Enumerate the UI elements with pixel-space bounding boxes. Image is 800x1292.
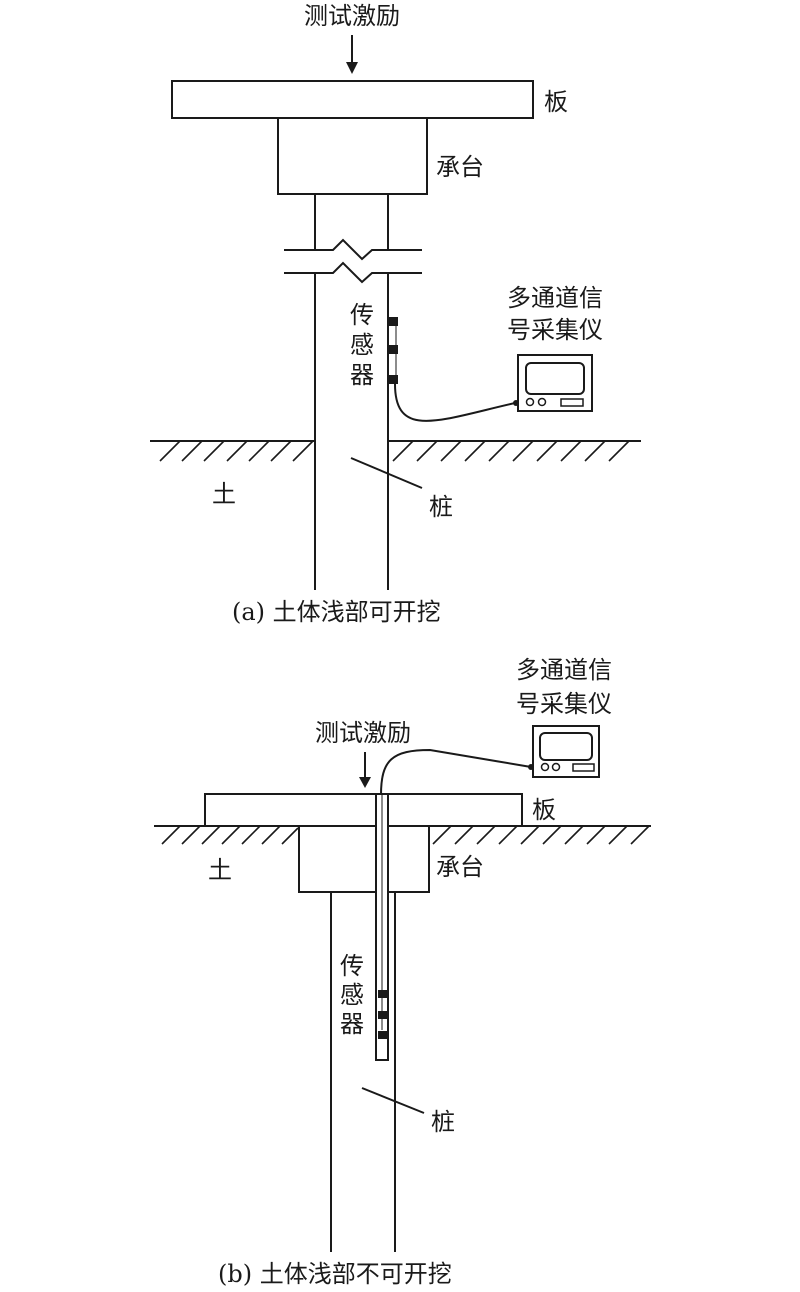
svg-text:感: 感 <box>350 331 374 359</box>
sensor-a-3 <box>389 375 398 384</box>
excitation-label-a: 测试激励 <box>304 2 400 30</box>
figure-a: 测试激励 板 承台 传 感 器 <box>150 2 641 626</box>
slab-label-a: 板 <box>544 88 568 116</box>
soil-label-b: 土 <box>208 856 232 884</box>
slab-b <box>204 793 523 827</box>
ground-surface-a <box>150 440 641 462</box>
svg-text:传: 传 <box>350 301 374 329</box>
figure-b: 多通道信 号采集仪 测试激励 板 <box>154 656 651 1288</box>
svg-text:器: 器 <box>340 1010 364 1038</box>
pile-leader-a <box>350 457 423 489</box>
cap-label-b: 承台 <box>436 853 484 881</box>
ground-surface-b <box>154 825 651 845</box>
sensor-label-a: 传 感 器 <box>350 301 374 389</box>
instrument-label-b-1: 多通道信 <box>516 656 612 684</box>
sensors-b <box>378 990 387 1039</box>
break-symbol-a <box>284 238 422 284</box>
cable-b <box>380 748 532 796</box>
pile-b <box>330 892 396 1252</box>
svg-text:传: 传 <box>340 952 364 980</box>
pile-cap-b <box>298 825 430 893</box>
excitation-arrow-b <box>359 752 371 788</box>
svg-text:感: 感 <box>340 981 364 1009</box>
slab-a <box>171 80 534 119</box>
excitation-label-b: 测试激励 <box>315 719 411 747</box>
caption-b: (b) 土体浅部不可开挖 <box>218 1260 452 1288</box>
instrument-icon-a <box>513 354 593 412</box>
pile-label-a: 桩 <box>429 493 453 521</box>
sensor-tube-b <box>375 793 389 1061</box>
sensor-b-1 <box>378 990 387 998</box>
excitation-arrow-a <box>346 35 358 74</box>
caption-a: (a) 土体浅部可开挖 <box>232 598 441 626</box>
soil-label-a: 土 <box>212 480 236 508</box>
cap-label-a: 承台 <box>436 153 484 181</box>
sensors-a <box>389 317 398 384</box>
sensor-b-2 <box>378 1011 387 1019</box>
instrument-label-a-1: 多通道信 <box>507 284 603 312</box>
instrument-label-b-2: 号采集仪 <box>516 690 612 718</box>
sensor-a-2 <box>389 345 398 354</box>
svg-text:器: 器 <box>350 361 374 389</box>
cable-a <box>394 383 516 422</box>
pile-a <box>314 194 389 590</box>
pile-leader-b <box>361 1087 425 1114</box>
sensor-b-3 <box>378 1031 387 1039</box>
instrument-icon-b <box>528 725 600 778</box>
instrument-label-a-2: 号采集仪 <box>507 316 603 344</box>
pile-label-b: 桩 <box>431 1108 455 1136</box>
sensor-a-1 <box>389 317 398 326</box>
pile-cap-a <box>277 117 428 195</box>
slab-label-b: 板 <box>532 796 556 824</box>
sensor-label-b: 传 感 器 <box>340 952 364 1038</box>
